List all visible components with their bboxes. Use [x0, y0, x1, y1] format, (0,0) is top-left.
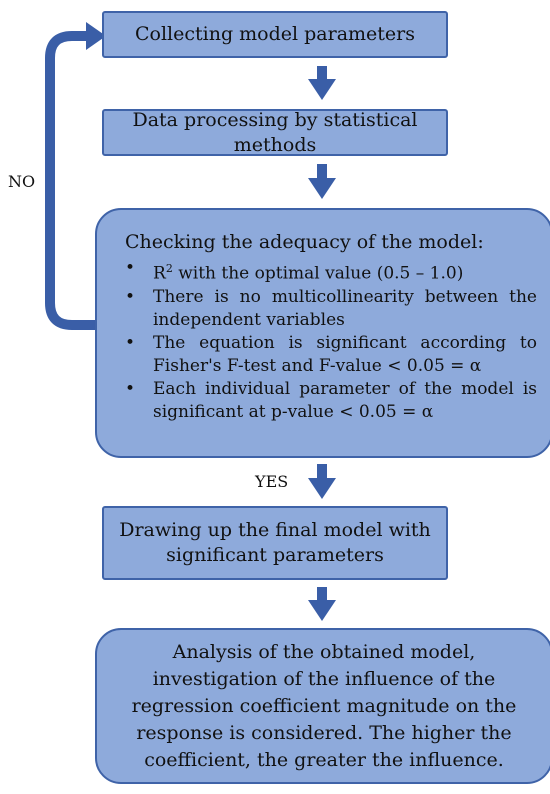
final-model-line-1: Drawing up the final model with	[119, 519, 431, 541]
analysis-line-1: Analysis of the obtained model,	[172, 640, 476, 663]
analysis-line-3: regression coefficient magnitude on the	[131, 694, 517, 717]
r2-base: R	[153, 263, 166, 284]
analysis-line-4: response is considered. The higher the	[136, 721, 512, 744]
arrow-down-2	[308, 164, 336, 199]
arrow-down-1	[308, 66, 336, 100]
adequacy-check-box: Checking the adequacy of the model: R2 w…	[95, 208, 550, 458]
feedback-loop-arrow	[45, 31, 96, 330]
adequacy-check-title: Checking the adequacy of the model:	[125, 231, 484, 253]
criterion-multicollinearity: There is no multicollinearity between th…	[125, 286, 537, 332]
collect-parameters-box: Collecting model parameters	[102, 11, 448, 58]
no-edge-label: NO	[8, 172, 36, 191]
collect-parameters-text: Collecting model parameters	[134, 23, 416, 45]
final-model-box: Drawing up the final model with signific…	[102, 506, 448, 580]
final-model-line-2: significant parameters	[166, 544, 384, 566]
criterion-parameter-significance: Each individual parameter of the model i…	[125, 378, 537, 424]
analysis-line-2: investigation of the influence of the	[152, 667, 496, 690]
r2-description: with the optimal value (0.5 – 1.0)	[172, 263, 464, 284]
feedback-arrowhead	[86, 22, 106, 50]
r2-superscript: 2	[165, 262, 173, 275]
data-processing-box: Data processing by statistical methods	[102, 109, 448, 156]
arrow-down-4	[308, 587, 336, 621]
analysis-box: Analysis of the obtained model, investig…	[95, 628, 550, 784]
criterion-fisher-test: The equation is significant according to…	[125, 332, 537, 378]
analysis-line-5: coefficient, the greater the influence.	[144, 748, 504, 771]
data-processing-text: Data processing by statistical methods	[132, 108, 418, 156]
adequacy-criteria-list: R2 with the optimal value (0.5 – 1.0) Th…	[125, 257, 537, 424]
arrow-down-3	[308, 464, 336, 499]
yes-edge-label: YES	[255, 472, 289, 491]
criterion-r2: R2 with the optimal value (0.5 – 1.0)	[125, 257, 537, 286]
